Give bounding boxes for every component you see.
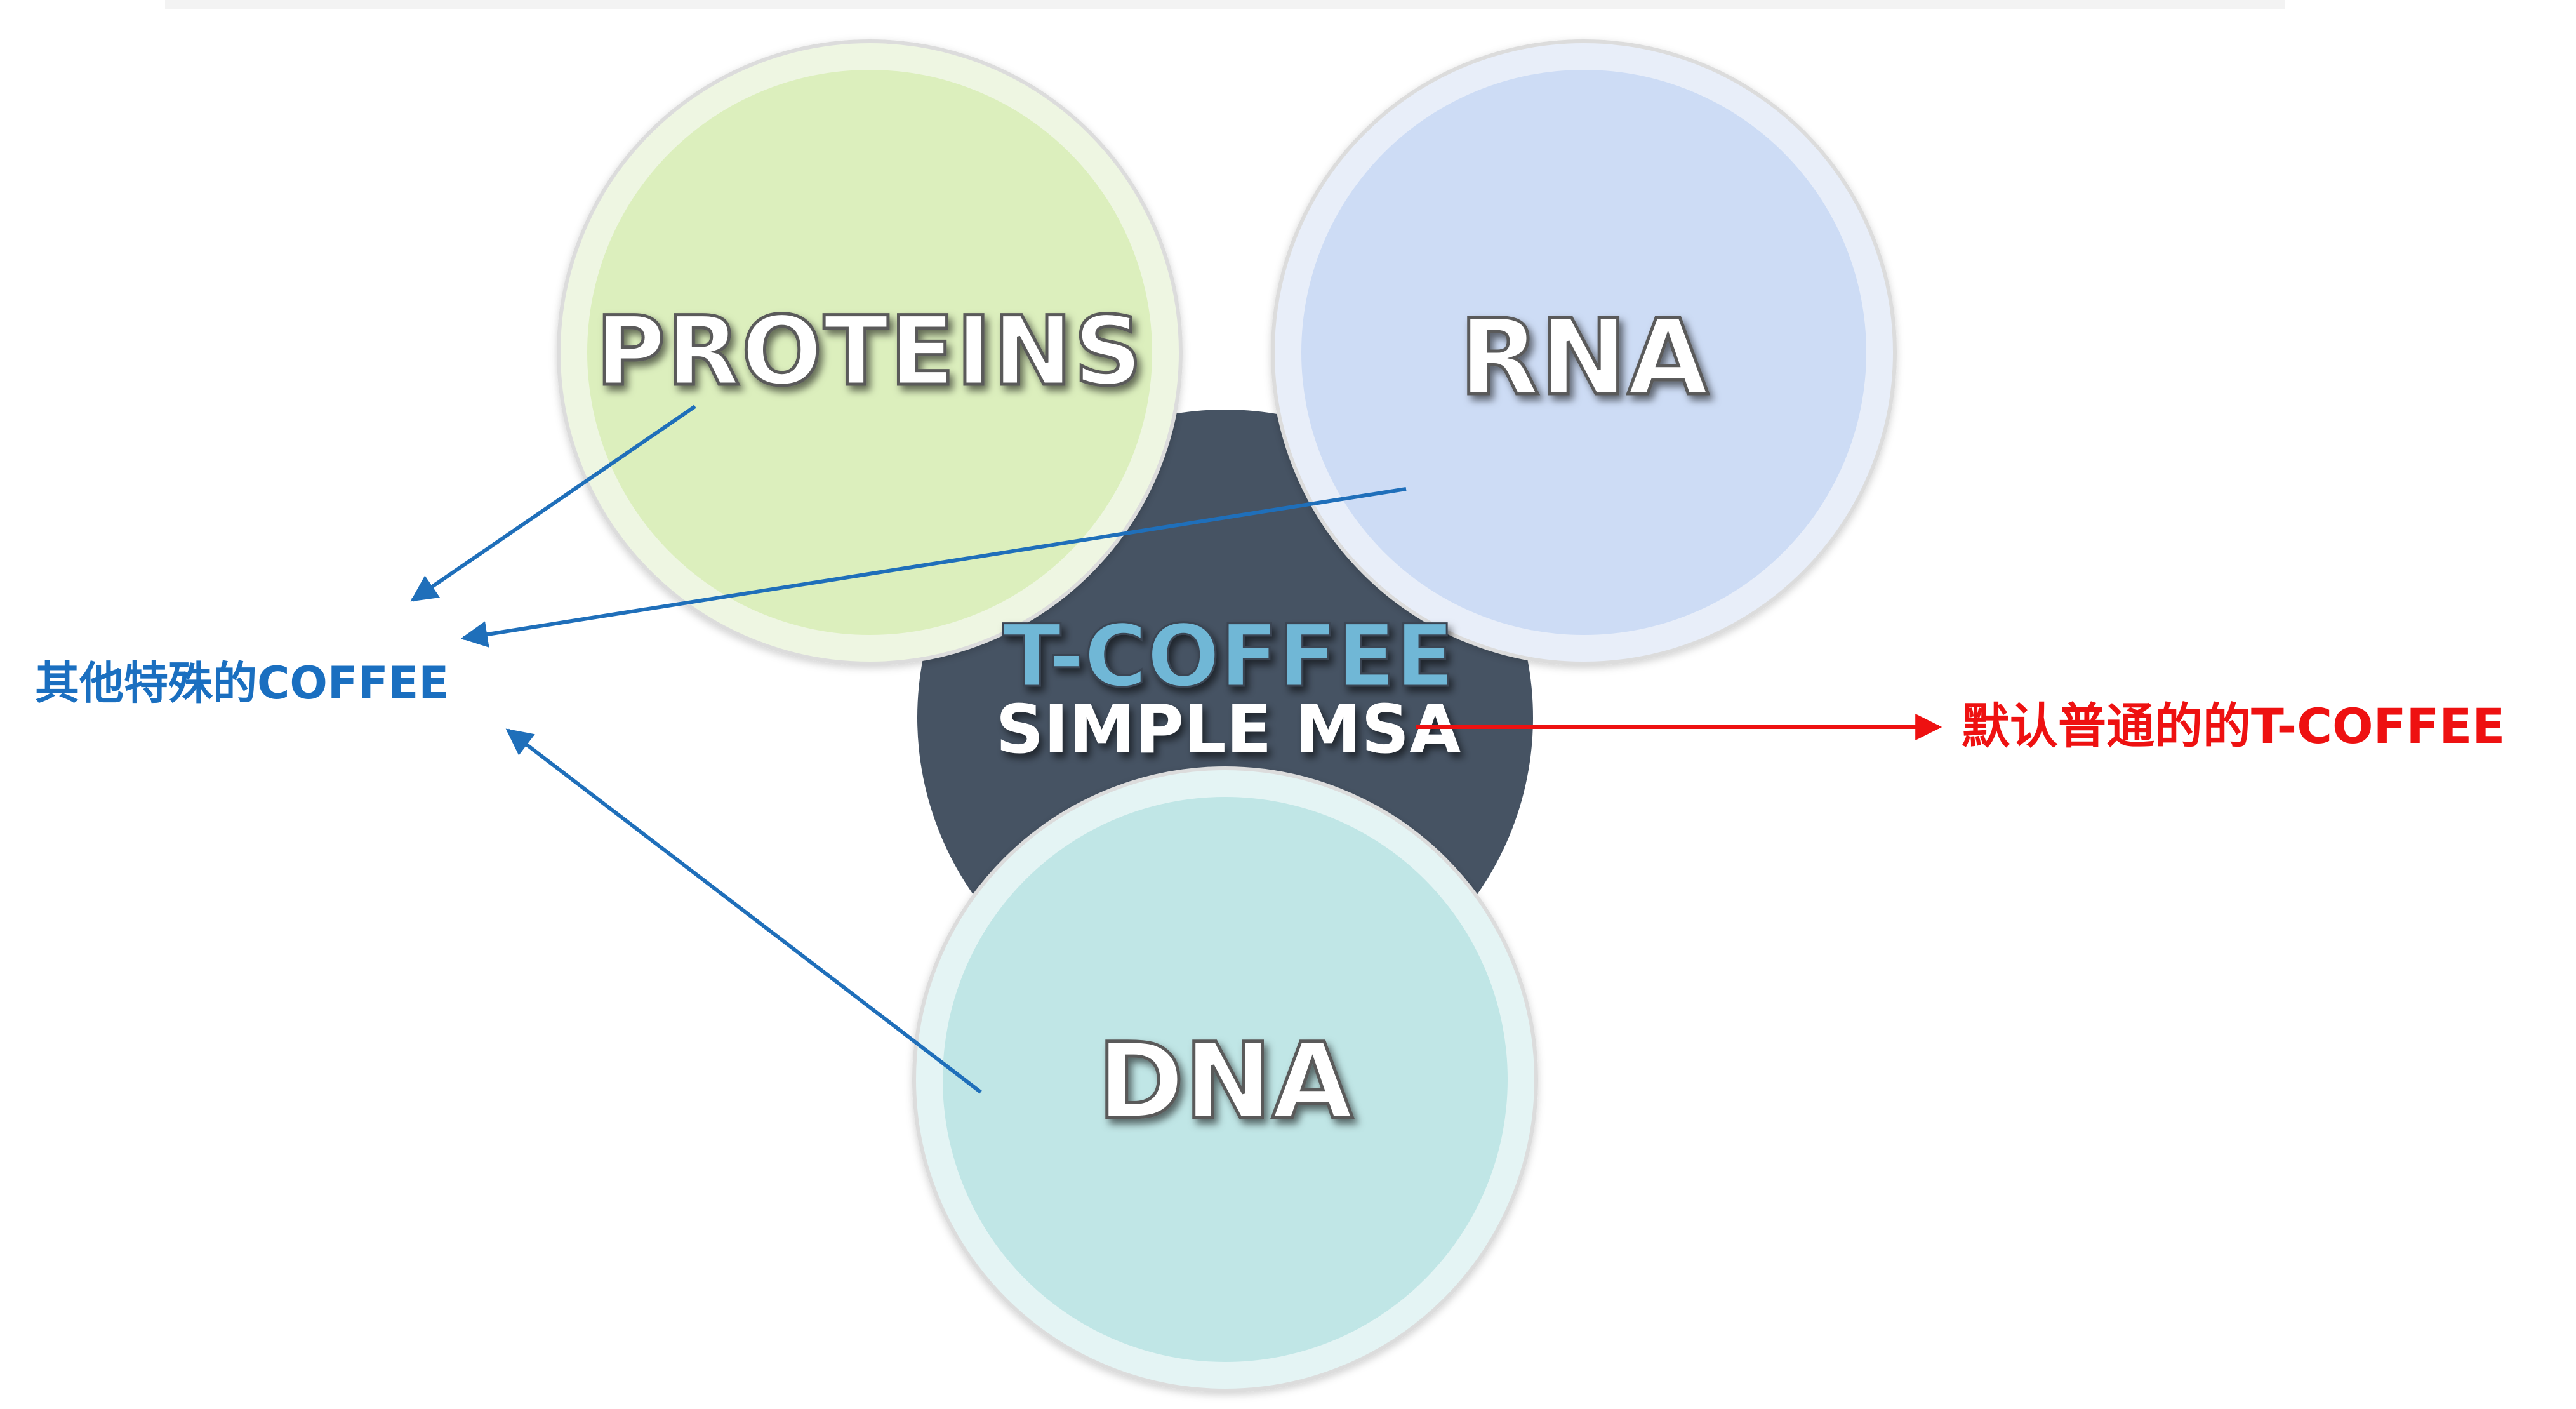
rna-node	[1271, 39, 1897, 665]
proteins-node	[557, 39, 1183, 665]
right-annotation: 默认普通的的T-COFFEE	[1962, 698, 2505, 754]
proteins-label: PROTEINS	[595, 297, 1143, 407]
arrow-rna-to-left	[460, 487, 1407, 648]
arrow-dna-to-left	[505, 728, 982, 1094]
rna-label: RNA	[1459, 297, 1709, 418]
left-annotation: 其他特殊的COFFEE	[35, 657, 449, 709]
dna-label: DNA	[1098, 1020, 1353, 1142]
arrow-proteins-to-left	[410, 404, 696, 602]
center-title: T-COFFEE	[1003, 606, 1454, 706]
dna-node	[912, 766, 1538, 1392]
center-subtitle: SIMPLE MSA	[996, 691, 1461, 768]
top-band	[165, 0, 2285, 9]
